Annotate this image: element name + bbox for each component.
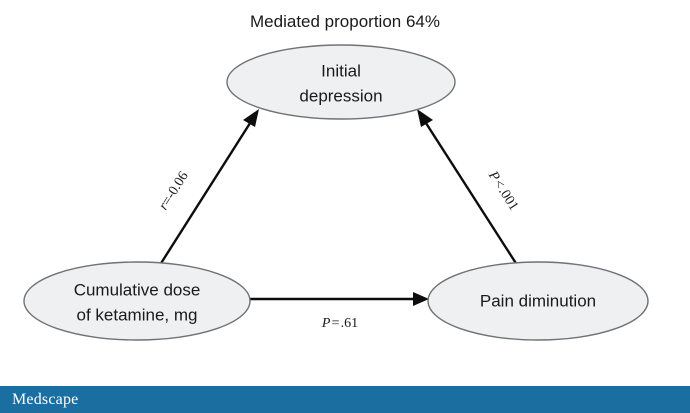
edge-line-left [156,119,254,269]
medscape-logo: Medscape [12,390,79,408]
edge-line-right [422,119,521,269]
node-ellipse-mediator[interactable] [226,44,456,120]
node-label-mediator-line2: depression [299,86,382,105]
node-label-exposure-line1: Cumulative dose [74,280,201,299]
node-label-mediator-line1: Initial [321,61,361,80]
edge-label-bottom: P = .61 [321,316,358,331]
edge-label-right: P < .001 [484,168,520,213]
arrow-head-left [243,109,259,127]
node-initial-depression[interactable]: Initial depression [226,44,456,120]
footer-bar: Medscape [0,386,690,413]
arrow-head-bottom [413,292,429,306]
node-ellipse-exposure[interactable] [23,261,251,341]
node-cumulative-dose-ketamine[interactable]: Cumulative dose of ketamine, mg [23,261,251,341]
node-pain-diminution[interactable]: Pain diminution [427,261,649,341]
node-label-outcome-line1: Pain diminution [480,291,596,310]
edge-outcome-to-mediator: P < .001 [417,109,521,269]
arrow-head-right [417,109,433,127]
edge-exposure-to-outcome: P = .61 [249,292,429,331]
node-label-exposure-line2: of ketamine, mg [77,305,198,324]
figure-title: Mediated proportion 64% [250,12,440,31]
edge-label-left: r=-0.06 [156,169,191,213]
edge-exposure-to-mediator: r=-0.06 [156,109,259,269]
node-ellipse-outcome[interactable] [427,261,649,341]
